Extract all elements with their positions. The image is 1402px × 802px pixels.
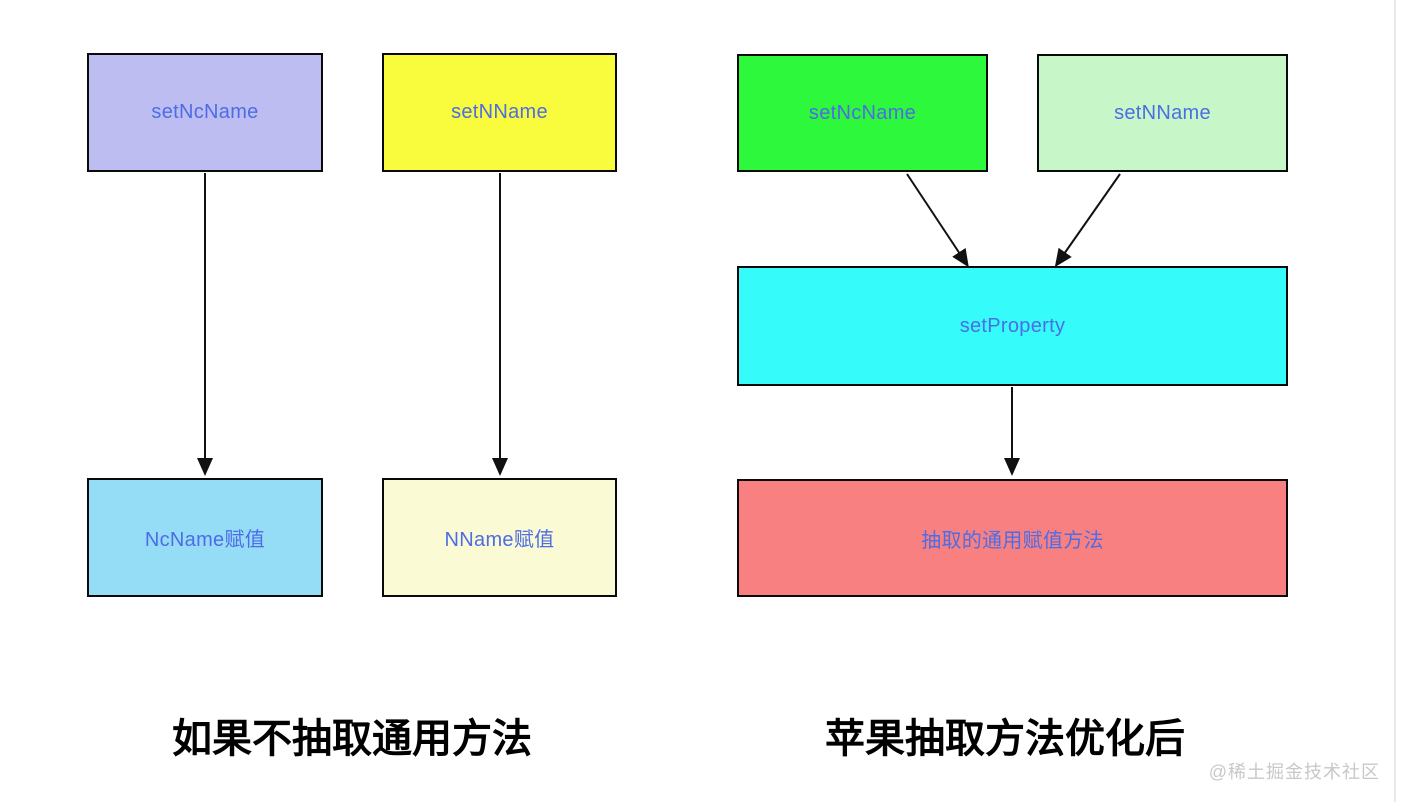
node-left-setncname: setNcName — [87, 53, 323, 172]
watermark: @稀土掘金技术社区 — [1208, 762, 1380, 782]
node-label: 抽取的通用赋值方法 — [921, 529, 1104, 552]
node-left-nname-assign: NName赋值 — [382, 478, 617, 597]
node-label: setNName — [451, 101, 548, 123]
node-right-common-method: 抽取的通用赋值方法 — [737, 479, 1288, 597]
node-label: setNName — [1114, 101, 1211, 124]
node-label: setProperty — [959, 314, 1066, 337]
page-edge-line — [1394, 0, 1396, 802]
node-left-setnname: setNName — [382, 53, 617, 172]
node-label: NName赋值 — [444, 529, 555, 551]
left-panel-caption: 如果不抽取通用方法 — [172, 717, 532, 761]
node-label: NcName赋值 — [144, 529, 266, 551]
right-panel-caption: 苹果抽取方法优化后 — [825, 717, 1185, 761]
node-right-setncname: setNcName — [737, 54, 988, 172]
arrow-right-setncname-to-setproperty — [906, 173, 969, 268]
node-right-setproperty: setProperty — [737, 266, 1288, 386]
node-left-ncname-assign: NcName赋值 — [87, 478, 323, 597]
node-right-setnname: setNName — [1037, 54, 1288, 172]
arrow-right-setnname-to-setproperty — [1054, 173, 1121, 268]
node-label: setNcName — [808, 101, 917, 124]
node-label: setNcName — [151, 101, 259, 123]
